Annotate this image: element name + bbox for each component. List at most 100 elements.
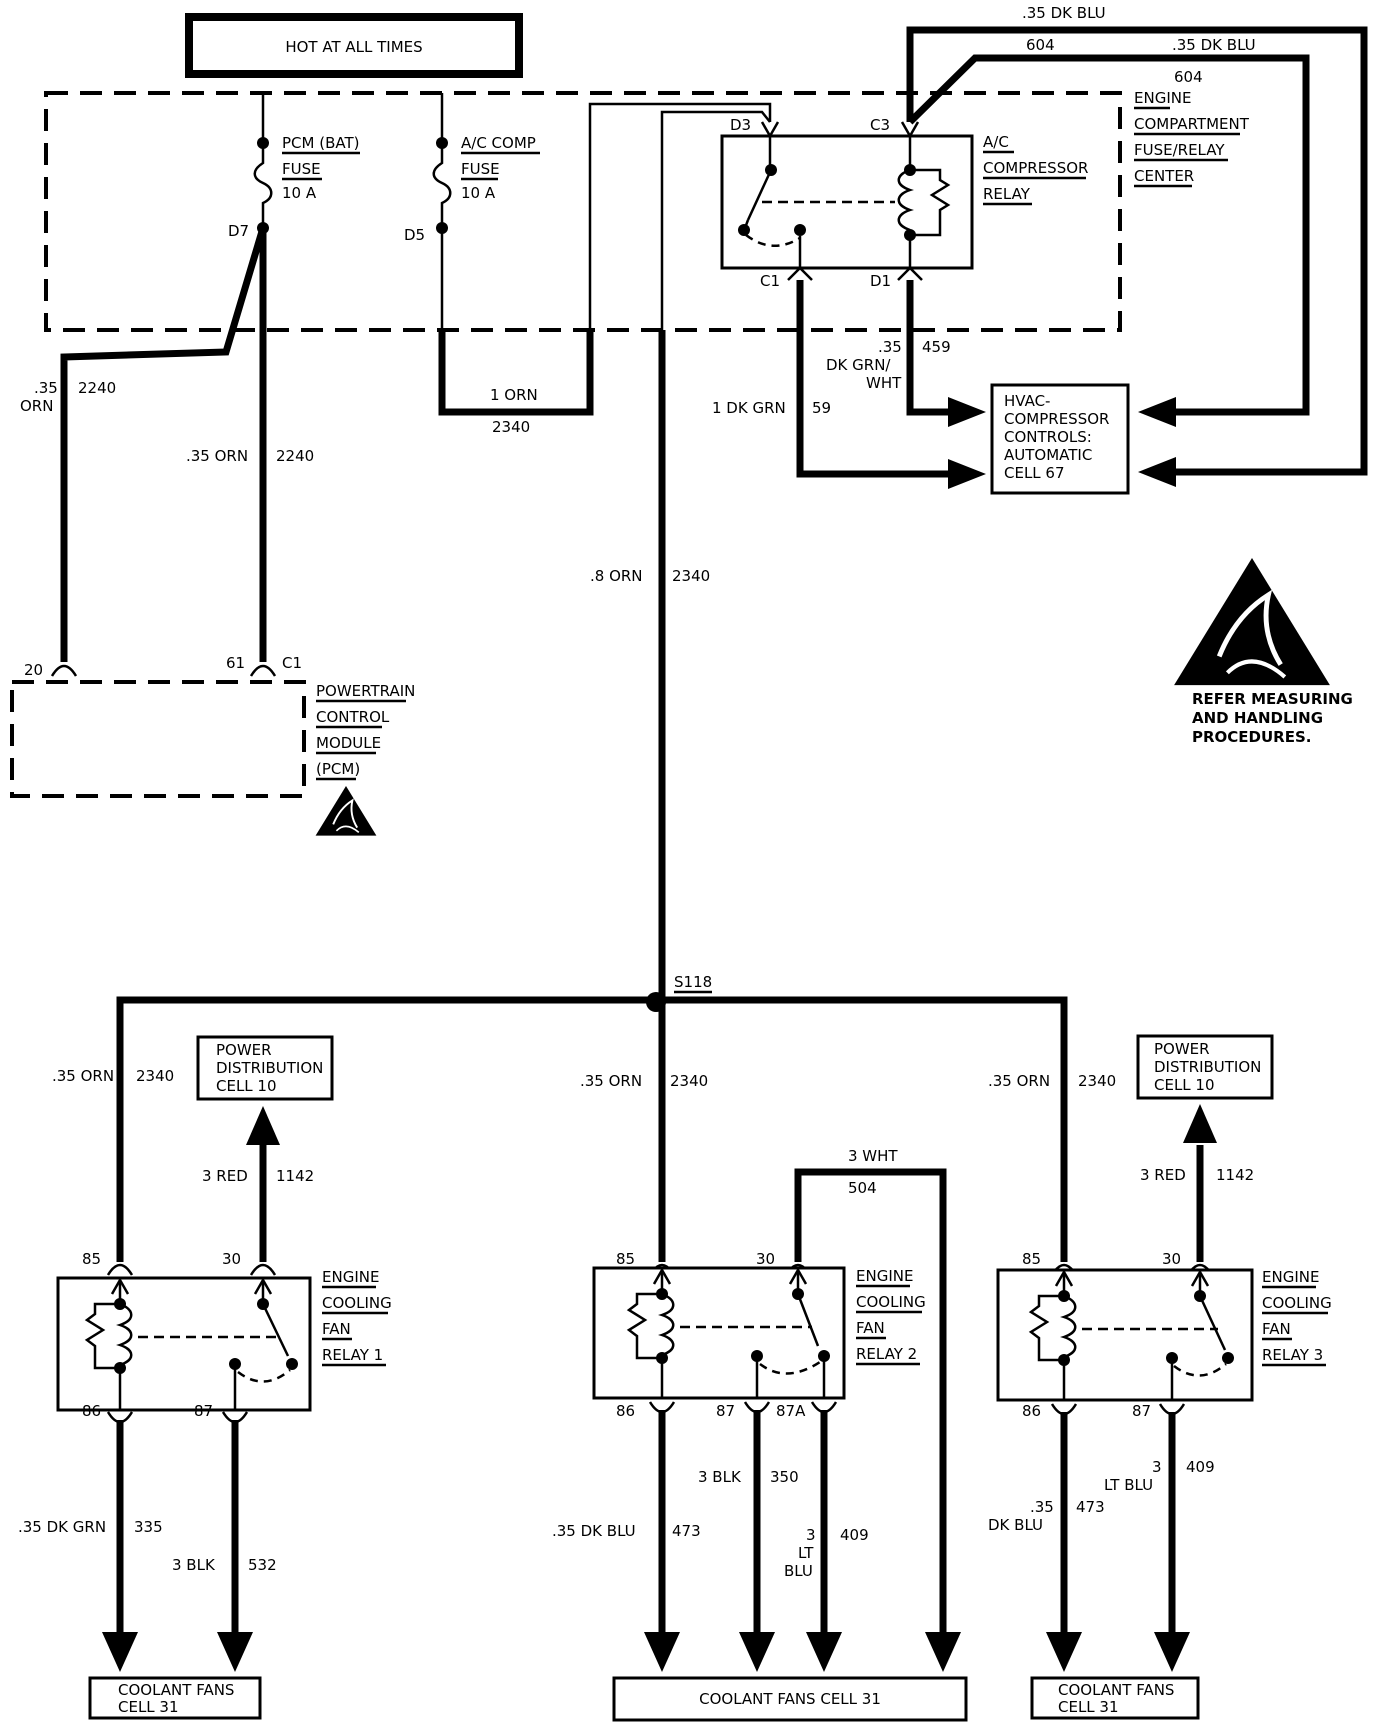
ac-relay-pin-d3: D3: [730, 116, 751, 134]
relay1-power-dist-box: [196, 1035, 334, 1101]
relay1-dest-box: [88, 1676, 262, 1720]
splice-label: S118: [674, 973, 712, 991]
relay1-w86-num: 335: [134, 1518, 163, 1536]
relay3-label-3: FAN: [1262, 1320, 1291, 1338]
relay1-in-num: 2340: [136, 1067, 174, 1085]
relay2-w87a-gauge-a: 3: [806, 1526, 816, 1544]
esd-note-line-1: REFER MEASURING: [1192, 690, 1353, 708]
relay1-pd-label-3: CELL 10: [216, 1077, 277, 1095]
ac-relay-internals: [738, 121, 951, 281]
relay2-w86-gauge: .35 DK BLU: [552, 1522, 636, 1540]
relay1-pin-30: 30: [222, 1250, 241, 1268]
relay2-pin-30: 30: [756, 1250, 775, 1268]
relay1-dest-label-2: CELL 31: [118, 1698, 179, 1716]
hvac-label-3: CONTROLS:: [1004, 428, 1092, 446]
relay3-pin-86: 86: [1022, 1402, 1041, 1420]
pcm-outline: [10, 680, 306, 798]
pcm-label-underlines: [316, 699, 406, 781]
relay2-label-underlines: [856, 1284, 922, 1366]
relay1-label-1: ENGINE: [322, 1268, 379, 1286]
relay3-pd-label-1: POWER: [1154, 1040, 1210, 1058]
arrow-604-inner: [1138, 397, 1176, 427]
arrow-532: [217, 1632, 253, 1672]
wire-2340-top-gauge: 1 ORN: [490, 386, 538, 404]
relay2-w30-gauge: 3 WHT: [848, 1147, 898, 1165]
relay1-out30-num: 1142: [276, 1167, 314, 1185]
wire-2240-mid-gauge: .35 ORN: [186, 447, 248, 465]
relay1-pin-86: 86: [82, 1402, 101, 1420]
relay1-in-gauge: .35 ORN: [52, 1067, 114, 1085]
engine-cooling-fan-relay-2: [592, 1266, 846, 1400]
wire-59-num: 59: [812, 399, 831, 417]
pcm-pin-20: 20: [24, 661, 43, 679]
relay3-label-4: RELAY 3: [1262, 1346, 1323, 1364]
esd-warning-icon: [1174, 558, 1330, 685]
relay1-dest-label-1: COOLANT FANS: [118, 1681, 234, 1699]
wire-2240-left-num: 2240: [78, 379, 116, 397]
power-source-box: [185, 13, 523, 78]
arrow-473-relay3: [1046, 1632, 1082, 1672]
wire-504: [794, 1168, 947, 1640]
ac-relay-label-2: COMPRESSOR: [983, 159, 1088, 177]
relay2-pin-86: 86: [616, 1402, 635, 1420]
relay3-internals: [1028, 1269, 1234, 1400]
relay1-w86-gauge: .35 DK GRN: [18, 1518, 106, 1536]
arrow-409-relay3: [1154, 1632, 1190, 1672]
relay3-pd-label-3: CELL 10: [1154, 1076, 1215, 1094]
ac-relay-label-1: A/C: [983, 133, 1009, 151]
wire-604-outer: [906, 26, 1368, 476]
relay1-connectors-top: [106, 1263, 277, 1276]
relay3-label-1: ENGINE: [1262, 1268, 1319, 1286]
relay3-pin-87: 87: [1132, 1402, 1151, 1420]
relay2-w87-gauge: 3 BLK: [698, 1468, 742, 1486]
relay3-w86-gauge-b: DK BLU: [988, 1516, 1043, 1534]
wire-604-inner-num: 604: [1174, 68, 1203, 86]
ac-relay-label-3: RELAY: [983, 185, 1031, 203]
wire-2240-left-gauge-b: ORN: [20, 397, 53, 415]
relay3-dest-box: [1030, 1676, 1200, 1720]
fuse-center-label-2: COMPARTMENT: [1134, 115, 1250, 133]
hvac-label-5: CELL 67: [1004, 464, 1065, 482]
relay2-pin-85: 85: [616, 1250, 635, 1268]
pcm-label-4: (PCM): [316, 760, 360, 778]
relay3-label-underlines: [1262, 1285, 1328, 1367]
relay3-w86-gauge-a: .35: [1030, 1498, 1054, 1516]
relay1-w87-num: 532: [248, 1556, 277, 1574]
relay3-w87-num: 409: [1186, 1458, 1215, 1476]
pcm-connectors: [50, 664, 277, 677]
pcm-pin-61: 61: [226, 654, 245, 672]
arrow-604-outer: [1138, 457, 1176, 487]
engine-cooling-fan-relay-3: [996, 1268, 1254, 1402]
relay1-connectors-bottom: [106, 1411, 249, 1424]
relay1-out30-gauge: 3 RED: [202, 1167, 248, 1185]
power-source-label: HOT AT ALL TIMES: [285, 38, 422, 56]
ac-relay-pin-c1: C1: [760, 272, 780, 290]
relay2-connectors-bottom: [648, 1401, 838, 1414]
relay3-out30-gauge: 3 RED: [1140, 1166, 1186, 1184]
relay1-label-4: RELAY 1: [322, 1346, 383, 1364]
wire-2240-left: [60, 226, 267, 662]
fuse-relay-center-outline: [44, 91, 1122, 332]
pcm-fuse-label-1: PCM (BAT): [282, 134, 359, 152]
relay1-pd-label-2: DISTRIBUTION: [216, 1059, 323, 1077]
relay2-w87a-gauge-b: LT: [798, 1544, 814, 1562]
relay1-internals: [84, 1277, 298, 1410]
wire-2240-left-gauge-a: .35: [34, 379, 58, 397]
relay3-w86-num: 473: [1076, 1498, 1105, 1516]
relay3-pin-85: 85: [1022, 1250, 1041, 1268]
fuse-center-label-1: ENGINE: [1134, 89, 1191, 107]
relay1-label-3: FAN: [322, 1320, 351, 1338]
relay3-pd-label-2: DISTRIBUTION: [1154, 1058, 1261, 1076]
relay3-w87-gauge-a: 3: [1152, 1458, 1162, 1476]
ac-fuse-label-3: 10 A: [461, 184, 496, 202]
wire-459-gauge-a: .35: [878, 338, 902, 356]
relay3-in-gauge: .35 ORN: [988, 1072, 1050, 1090]
relay1-label-2: COOLING: [322, 1294, 392, 1312]
wire-59: [796, 280, 960, 478]
wire-604-inner-gauge: .35 DK BLU: [1172, 36, 1256, 54]
relay1-pin-85: 85: [82, 1250, 101, 1268]
wire-459-num: 459: [922, 338, 951, 356]
wire-2340-top-num: 2340: [492, 418, 530, 436]
relay3-power-dist-box: [1136, 1034, 1274, 1100]
arrow-459: [948, 397, 986, 427]
